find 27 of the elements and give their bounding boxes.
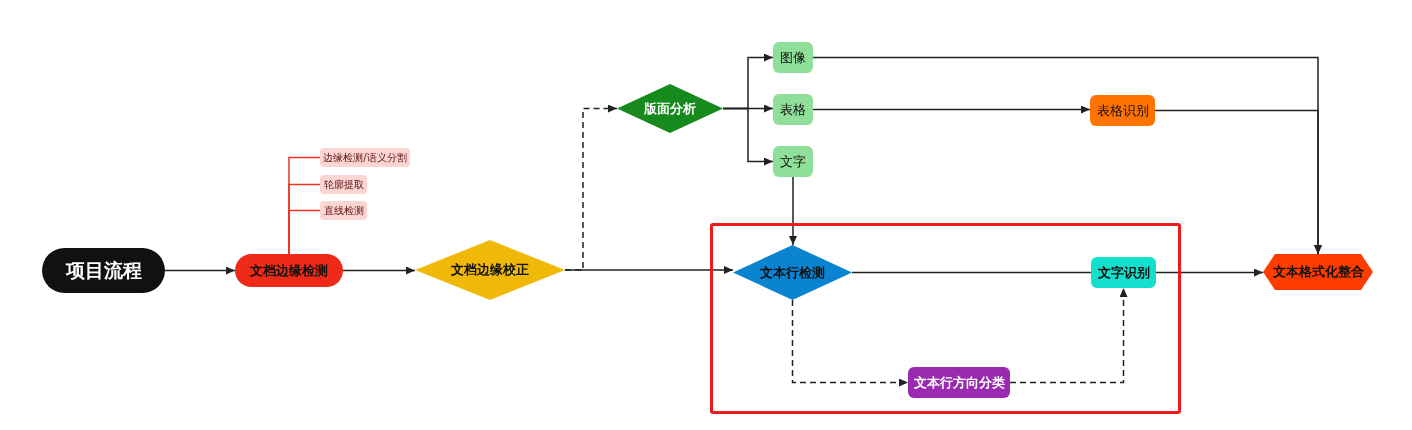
decision-diamond: 版面分析 (617, 84, 723, 133)
process-box: 文档边缘检测 (235, 254, 343, 287)
process-box: 文字识别 (1091, 257, 1156, 288)
process-box: 图像 (773, 42, 813, 73)
process-box: 文本行方向分类 (908, 367, 1010, 398)
decision-diamond: 文本行检测 (733, 245, 852, 300)
arrow (1155, 268, 1264, 277)
arrow (1009, 287, 1128, 384)
arrow (789, 176, 797, 246)
start-terminal: 项目流程 (42, 248, 165, 293)
arrow (1154, 109, 1322, 255)
process-box: 文字 (773, 146, 813, 177)
step-box: 轮廓提取 (320, 175, 367, 194)
end-hexagon: 文本格式化整合 (1263, 254, 1373, 290)
connector-line (851, 271, 1092, 274)
arrow (342, 266, 416, 275)
process-box: 表格识别 (1090, 95, 1155, 126)
arrow (722, 107, 774, 166)
arrow (812, 105, 1091, 114)
decision-diamond: 文档边缘校正 (415, 240, 565, 300)
arrow (164, 266, 236, 275)
arrow (791, 299, 909, 387)
step-box: 边缘检测/语义分割 (320, 148, 410, 167)
process-box: 表格 (773, 94, 813, 125)
arrow (564, 266, 734, 274)
connector-line (288, 209, 321, 255)
step-box: 直线检测 (320, 201, 367, 220)
